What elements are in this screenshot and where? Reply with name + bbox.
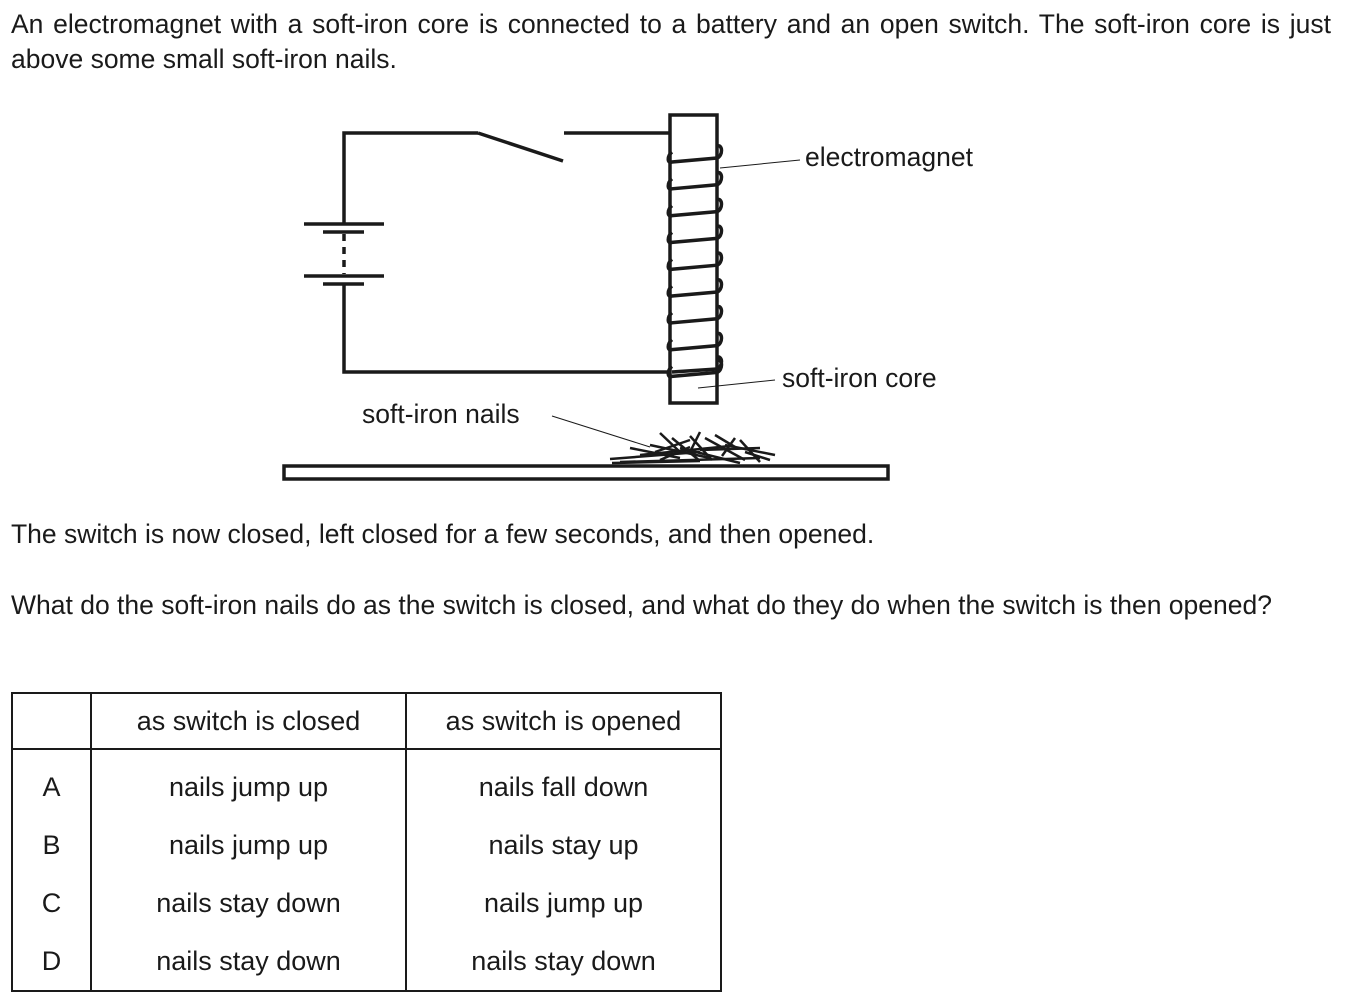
nail	[659, 432, 681, 453]
option-closed: nails jump up	[90, 749, 407, 816]
coil-turn	[666, 144, 724, 165]
wire-top-left	[342, 131, 478, 224]
option-key: D	[11, 932, 92, 991]
circuit-diagram	[282, 113, 890, 481]
coil-turn	[666, 331, 724, 352]
option-key: C	[11, 874, 92, 932]
table-row[interactable]: D nails stay down nails stay down	[11, 932, 722, 991]
option-key: A	[11, 749, 92, 816]
label-electromagnet: electromagnet	[805, 142, 973, 172]
nail	[688, 431, 702, 453]
option-closed: nails jump up	[90, 816, 407, 874]
option-opened: nails fall down	[405, 749, 722, 816]
coil-turn	[666, 224, 724, 245]
nail	[659, 445, 691, 462]
question-intro: An electromagnet with a soft-iron core i…	[11, 9, 1331, 74]
leader-core	[697, 379, 776, 389]
nail	[724, 443, 776, 457]
option-opened: nails jump up	[405, 874, 722, 932]
table-row[interactable]: C nails stay down nails jump up	[11, 874, 722, 932]
option-opened: nails stay down	[405, 932, 722, 991]
nail	[744, 450, 771, 462]
question-statement: The switch is now closed, left closed fo…	[11, 519, 875, 549]
nail	[699, 446, 761, 452]
label-soft-iron-nails: soft-iron nails	[362, 399, 520, 429]
coil-turn	[666, 251, 724, 272]
table-row[interactable]: B nails jump up nails stay up	[11, 816, 722, 874]
coil-windings	[666, 144, 724, 379]
table-header-row: as switch is closed as switch is opened	[11, 693, 722, 750]
nail	[714, 433, 736, 449]
nail	[611, 459, 701, 465]
label-soft-iron-core: soft-iron core	[782, 363, 937, 393]
option-closed: nails stay down	[90, 932, 407, 991]
coil-turn	[671, 355, 724, 374]
coil-turn	[666, 278, 724, 299]
wire-bottom	[342, 283, 670, 374]
leader-nails	[551, 415, 651, 448]
coil-turn	[666, 304, 724, 325]
coil-turn	[666, 197, 724, 218]
nail	[629, 446, 681, 460]
answer-table: as switch is closed as switch is opened …	[11, 692, 722, 992]
header-closed: as switch is closed	[90, 693, 407, 750]
header-key	[11, 693, 92, 750]
nail-pile	[609, 431, 776, 465]
table-row[interactable]: A nails jump up nails fall down	[11, 749, 722, 816]
coil-turn	[666, 170, 724, 191]
nail	[679, 446, 741, 465]
nail	[720, 437, 737, 457]
switch-blade	[477, 131, 564, 163]
option-key: B	[11, 816, 92, 874]
header-opened: as switch is opened	[405, 693, 722, 750]
question-prompt: What do the soft-iron nails do as the sw…	[11, 590, 1272, 620]
leader-electromagnet	[719, 159, 801, 169]
base-plate	[282, 464, 890, 481]
option-opened: nails stay up	[405, 816, 722, 874]
option-closed: nails stay down	[90, 874, 407, 932]
